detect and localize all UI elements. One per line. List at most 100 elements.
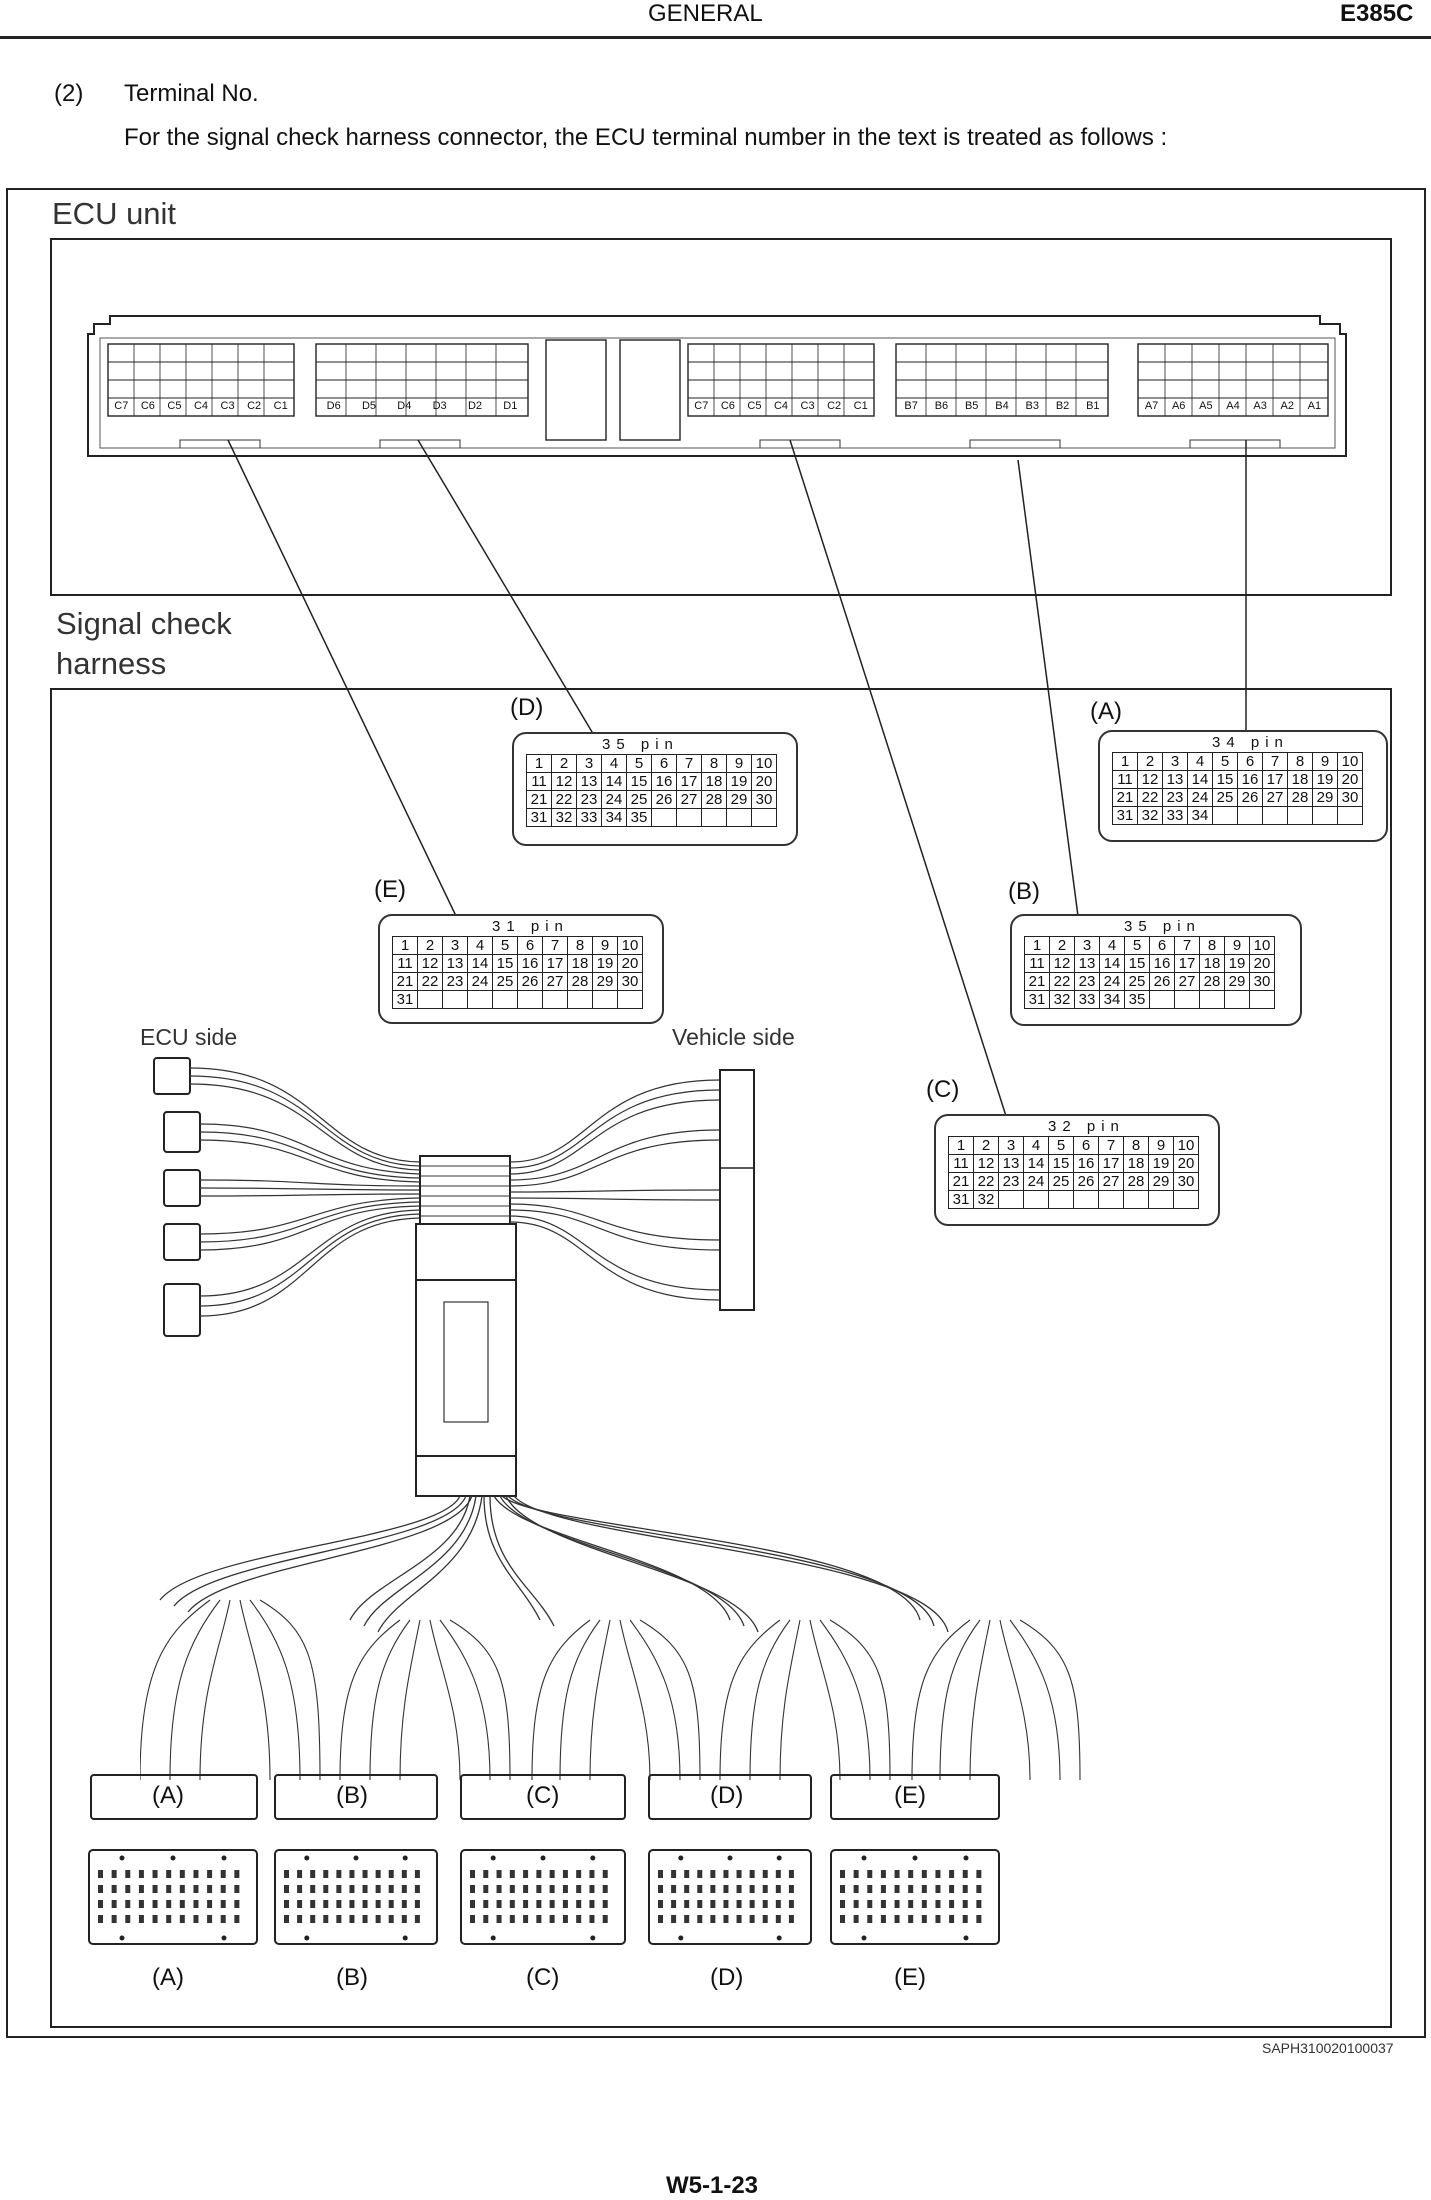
- pin-cell: 26: [1237, 788, 1263, 807]
- pin-cell: 15: [492, 954, 518, 973]
- pin-cell: 25: [1212, 788, 1238, 807]
- pin-cell: 3: [1162, 752, 1188, 771]
- pin-cell: 10: [617, 936, 643, 955]
- pin-cell: [676, 808, 702, 827]
- pin-cell: 11: [526, 772, 552, 791]
- ecu-pin: B5: [964, 400, 979, 412]
- pin-cell: 15: [1124, 954, 1150, 973]
- ecu-side-label: ECU side: [140, 1024, 238, 1050]
- pin-cell: 3: [442, 936, 468, 955]
- face-b-label: (B): [336, 1964, 368, 1991]
- pin-cell: 34: [601, 808, 627, 827]
- pin-cell: 7: [676, 754, 702, 773]
- pin-cell: 23: [576, 790, 602, 809]
- pin-cell: [1262, 806, 1288, 825]
- ecu-pin: C5: [167, 400, 182, 412]
- pin-cell: 20: [1173, 1154, 1199, 1173]
- pin-cell: 7: [1262, 752, 1288, 771]
- pin-cell: 12: [417, 954, 443, 973]
- ecu-pin: D1: [503, 400, 518, 412]
- ecu-pin: C6: [140, 400, 155, 412]
- pin-cell: [1149, 990, 1175, 1009]
- ecu-pin: C2: [247, 400, 262, 412]
- pin-cell: 28: [1287, 788, 1313, 807]
- pin-cell: 33: [1162, 806, 1188, 825]
- ecu-pin: D3: [432, 400, 447, 412]
- face-c-label: (C): [526, 1964, 560, 1991]
- pin-cell: 32: [551, 808, 577, 827]
- ecu-pin: B7: [904, 400, 918, 412]
- pin-cell: 5: [492, 936, 518, 955]
- ecu-pin: D6: [326, 400, 341, 412]
- vehicle-side-label: Vehicle side: [672, 1024, 795, 1050]
- ecu-pin: C7: [694, 400, 709, 412]
- connector-face-view: [648, 1849, 812, 1945]
- ecu-pin: C3: [800, 400, 815, 412]
- pin-cell: [467, 990, 493, 1009]
- harness-connector-a-label: (A): [152, 1782, 184, 1809]
- harness-connector-a: [90, 1774, 258, 1820]
- pin-cell: 21: [1024, 972, 1050, 991]
- pin-cell: [701, 808, 727, 827]
- pin-cell: 29: [592, 972, 618, 991]
- pin-cell: 27: [542, 972, 568, 991]
- ecu-pin: B1: [1086, 400, 1100, 412]
- pin-cell: 23: [998, 1172, 1024, 1191]
- pin-cell: 4: [467, 936, 493, 955]
- pin-cell: 17: [676, 772, 702, 791]
- pin-cell: 12: [973, 1154, 999, 1173]
- pin-cell: 8: [1287, 752, 1313, 771]
- harness-connector-e-label: (E): [894, 1782, 926, 1809]
- pin-cell: 33: [1074, 990, 1100, 1009]
- pin-cell: 10: [1249, 936, 1275, 955]
- pin-cell: 12: [1049, 954, 1075, 973]
- pin-cell: 6: [651, 754, 677, 773]
- connector-e-label: (E): [374, 876, 406, 903]
- pin-cell: 17: [1262, 770, 1288, 789]
- harness-connector-d: [648, 1774, 812, 1820]
- figure-reference: SAPH310020100037: [1262, 2040, 1394, 2056]
- pin-cell: 9: [1312, 752, 1338, 771]
- ecu-pin: D2: [467, 400, 482, 412]
- pin-cell: 19: [592, 954, 618, 973]
- pin-cell: 12: [551, 772, 577, 791]
- pin-cell: 10: [1337, 752, 1363, 771]
- pin-cell: 27: [676, 790, 702, 809]
- pin-cell: 22: [1137, 788, 1163, 807]
- pin-cell: 8: [1199, 936, 1225, 955]
- pin-cell: [1174, 990, 1200, 1009]
- pin-cell: 16: [517, 954, 543, 973]
- pin-cell: 2: [1049, 936, 1075, 955]
- face-d-label: (D): [710, 1964, 744, 1991]
- pin-cell: [1173, 1190, 1199, 1209]
- pin-cell: 24: [1099, 972, 1125, 991]
- pin-cell: 7: [1174, 936, 1200, 955]
- ecu-pin: B2: [1055, 400, 1070, 412]
- pin-cell: 18: [1199, 954, 1225, 973]
- ecu-pin: C5: [747, 400, 762, 412]
- pin-cell: 20: [751, 772, 777, 791]
- pin-cell: 32: [973, 1190, 999, 1209]
- pin-cell: [1237, 806, 1263, 825]
- ecu-pin: B3: [1025, 400, 1039, 412]
- pin-cell: 6: [1237, 752, 1263, 771]
- pin-cell: [567, 990, 593, 1009]
- face-a-label: (A): [152, 1964, 184, 1991]
- pin-cell: 3: [576, 754, 602, 773]
- ecu-pin: C4: [193, 400, 208, 412]
- pin-cell: 24: [601, 790, 627, 809]
- pin-cell: [1312, 806, 1338, 825]
- pin-cell: 29: [1224, 972, 1250, 991]
- pin-cell: [592, 990, 618, 1009]
- pin-cell: 1: [392, 936, 418, 955]
- pin-cell: [1212, 806, 1238, 825]
- pin-cell: 19: [726, 772, 752, 791]
- pin-cell: 23: [1162, 788, 1188, 807]
- pin-cell: 4: [1099, 936, 1125, 955]
